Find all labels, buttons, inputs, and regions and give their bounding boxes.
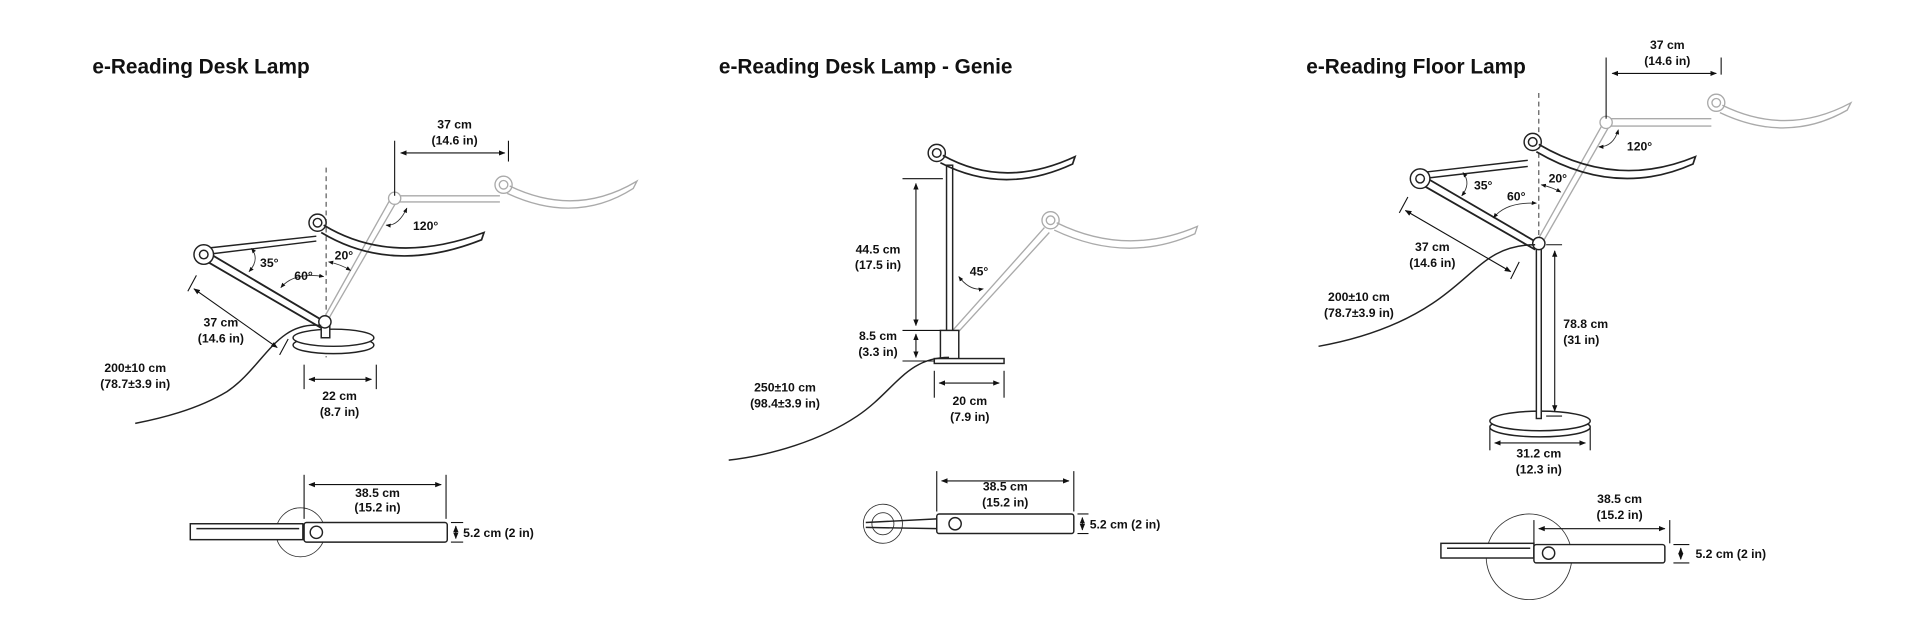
dimension-top-reach: 37 cm (14.6 in)	[1605, 38, 1722, 119]
lamp-side-view	[135, 167, 639, 425]
panel-desk-lamp: e-Reading Desk Lamp	[92, 55, 639, 558]
dim-label: 37 cm	[1415, 240, 1450, 254]
dim-label: 78.8 cm	[1563, 317, 1608, 331]
panel-floor-lamp: e-Reading Floor Lamp 37 cm (14.6 in)	[1306, 38, 1853, 601]
dim-label: 5.2 cm (2 in)	[1090, 518, 1161, 532]
angle-label: 60°	[294, 269, 313, 283]
dim-label: (3.3 in)	[858, 345, 897, 359]
angle-label: 20°	[335, 248, 354, 262]
dimension-pole-height: 44.5 cm (17.5 in) 8.5 cm (3.3 in)	[855, 178, 943, 362]
dim-label: (12.3 in)	[1516, 463, 1562, 477]
dim-label: (7.9 in)	[950, 410, 989, 424]
dim-label: 5.2 cm (2 in)	[1695, 547, 1766, 561]
panel-title: e-Reading Desk Lamp - Genie	[719, 55, 1013, 78]
dim-label: (78.7±3.9 in)	[1324, 306, 1394, 320]
dim-label: (14.6 in)	[1644, 54, 1690, 68]
dimension-base-width: 31.2 cm (12.3 in)	[1489, 428, 1591, 477]
angle-label: 35°	[1474, 179, 1493, 193]
angle-labels: 120° 35° 60° 20°	[1461, 129, 1652, 219]
dim-label: 8.5 cm	[859, 329, 897, 343]
angle-labels: 45°	[958, 264, 989, 292]
angle-label: 60°	[1507, 190, 1526, 204]
dim-label: (15.2 in)	[354, 501, 400, 515]
dim-label: 250±10 cm	[754, 381, 816, 395]
dimension-arm-length: 37 cm (14.6 in)	[187, 275, 289, 356]
dimension-cable: 200±10 cm (78.7±3.9 in)	[100, 361, 170, 391]
panel-title: e-Reading Desk Lamp	[92, 55, 309, 78]
dimension-base-width: 20 cm (7.9 in)	[933, 370, 1005, 424]
dim-label: 44.5 cm	[856, 242, 901, 256]
lamp-top-view: 38.5 cm (15.2 in) 5.2 cm (2 in)	[862, 471, 1161, 544]
dim-label: 38.5 cm	[983, 480, 1028, 494]
angle-labels: 120° 35° 60° 20°	[248, 207, 438, 288]
dim-label: (98.4±3.9 in)	[750, 396, 820, 410]
dim-label: 31.2 cm	[1516, 447, 1561, 461]
lamp-side-view	[728, 143, 1199, 461]
dimension-arm-length: 37 cm (14.6 in)	[1398, 196, 1520, 280]
angle-label: 20°	[1549, 171, 1568, 185]
dimension-cable: 250±10 cm (98.4±3.9 in)	[750, 381, 820, 411]
lamp-side-view	[1318, 93, 1853, 438]
dim-label: 38.5 cm	[355, 486, 400, 500]
dim-label: (15.2 in)	[982, 496, 1028, 510]
dimension-base-width: 22 cm (8.7 in)	[303, 364, 377, 419]
angle-label: 120°	[1627, 140, 1652, 154]
panel-desk-lamp-genie: e-Reading Desk Lamp - Genie 44.5 cm (17.…	[719, 55, 1199, 544]
dimension-pole-height: 78.8 cm (31 in)	[1546, 244, 1608, 417]
dim-label: 200±10 cm	[1328, 290, 1390, 304]
dim-label: 37 cm	[204, 316, 239, 330]
dim-label: (14.6 in)	[1409, 256, 1455, 270]
dim-label: (15.2 in)	[1596, 508, 1642, 522]
lamp-top-view: 38.5 cm (15.2 in) 5.2 cm (2 in)	[1440, 492, 1766, 601]
dim-label: (31 in)	[1563, 333, 1599, 347]
dimension-top-reach: 37 cm (14.6 in)	[394, 117, 510, 196]
dim-label: (78.7±3.9 in)	[100, 377, 170, 391]
dim-label: 200±10 cm	[104, 361, 166, 375]
dim-label: 38.5 cm	[1597, 492, 1642, 506]
angle-label: 35°	[260, 256, 279, 270]
dim-label: (14.6 in)	[198, 332, 244, 346]
dim-label: 20 cm	[952, 394, 987, 408]
dim-label: (17.5 in)	[855, 258, 901, 272]
dim-label: 5.2 cm (2 in)	[463, 526, 534, 540]
dim-label: 37 cm	[437, 117, 472, 131]
dim-label: (8.7 in)	[320, 405, 359, 419]
panel-title: e-Reading Floor Lamp	[1306, 55, 1526, 78]
dim-label: 37 cm	[1650, 38, 1685, 52]
dim-label: (14.6 in)	[432, 133, 478, 147]
dimension-cable: 200±10 cm (78.7±3.9 in)	[1324, 290, 1394, 320]
lamp-top-view: 38.5 cm (15.2 in) 5.2 cm (2 in)	[189, 474, 534, 558]
dim-label: 22 cm	[322, 389, 357, 403]
angle-label: 120°	[413, 219, 438, 233]
angle-label: 45°	[970, 264, 989, 278]
